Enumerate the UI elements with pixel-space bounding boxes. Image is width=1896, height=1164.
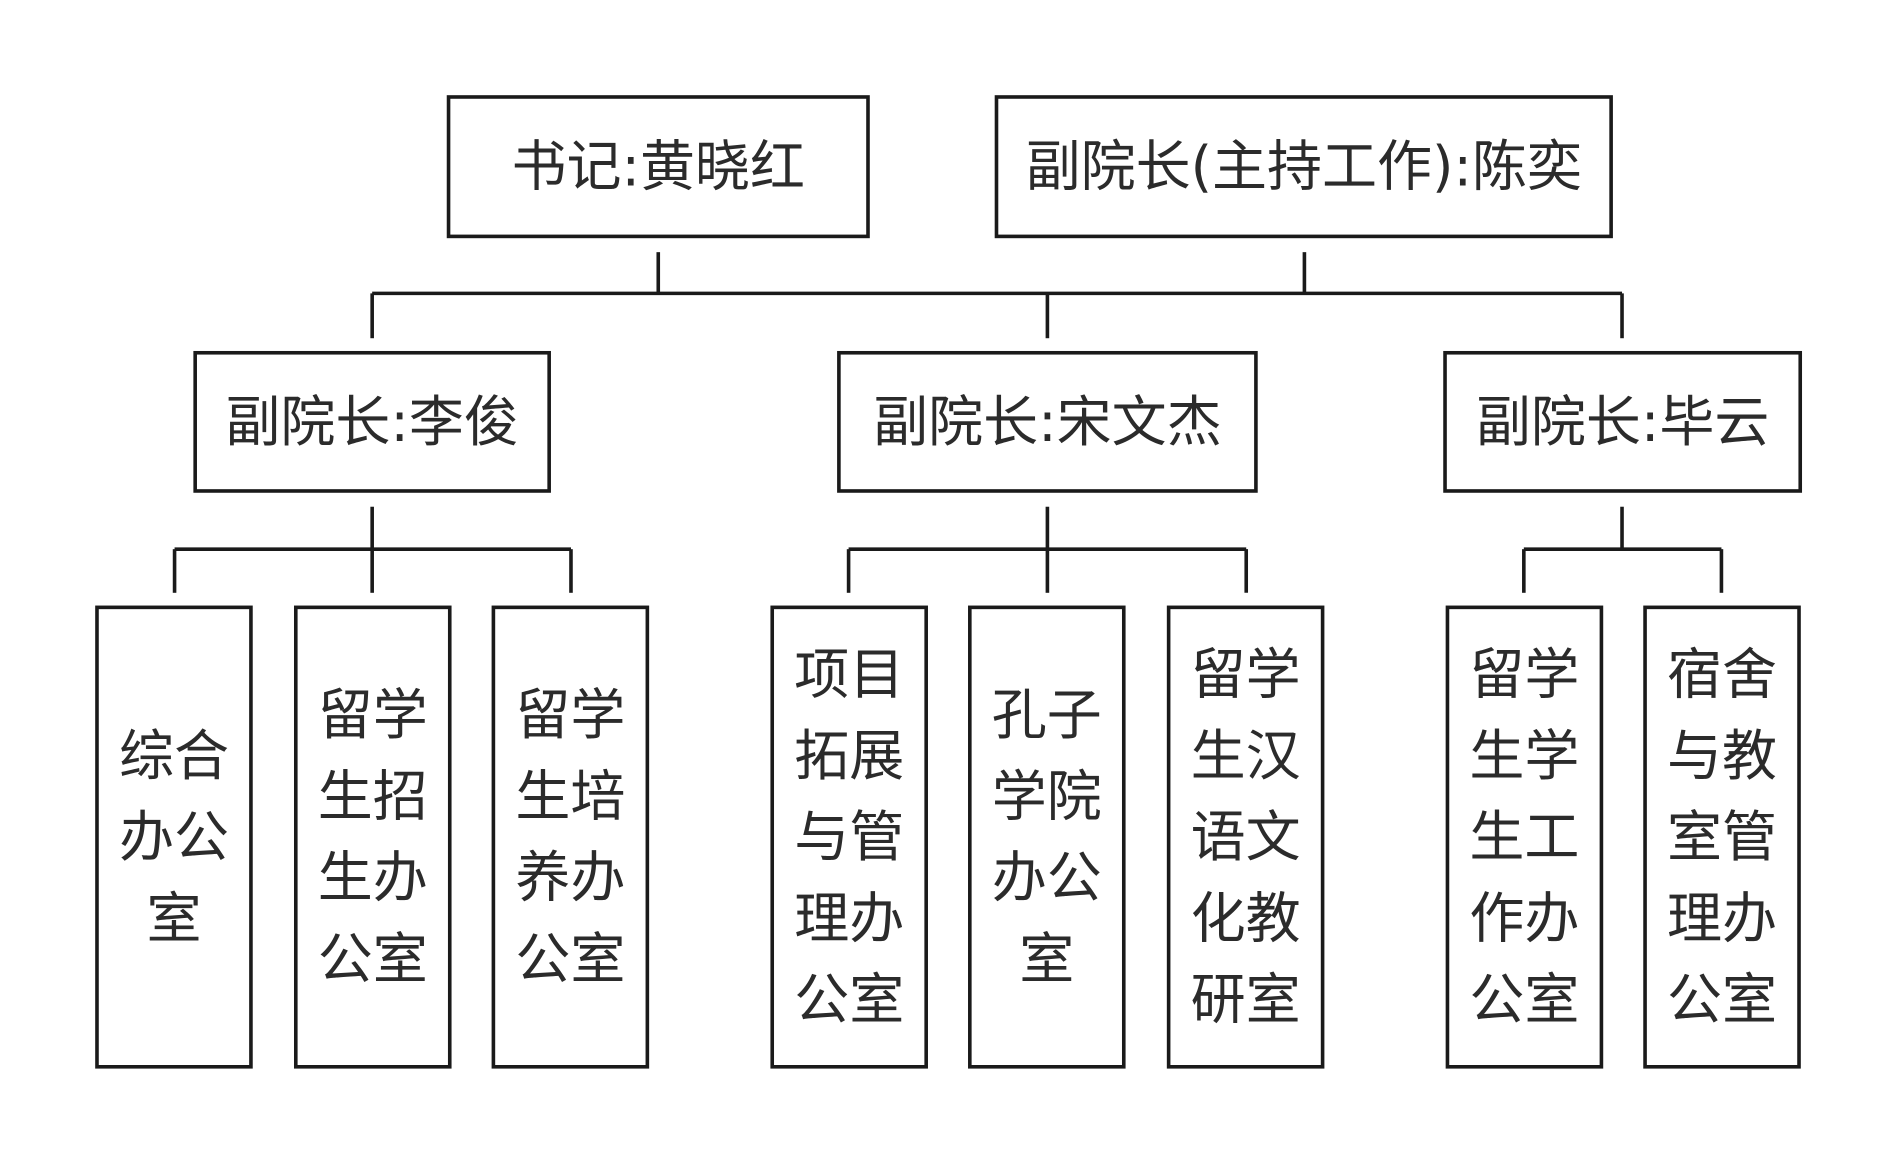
office-node-office-recruit-label-line: 生办	[318, 846, 428, 910]
office-node-office-confucius: 孔子学院办公室	[968, 605, 1126, 1069]
office-node-office-student-affairs-label-line: 留学	[1469, 643, 1579, 707]
office-node-office-recruit-label: 留学生招生办公室	[318, 683, 428, 991]
vp-node-vp-li: 副院长:李俊	[193, 350, 551, 493]
office-node-office-training-label-line: 留学	[515, 683, 625, 747]
office-node-office-projects-label-line: 公室	[794, 968, 904, 1032]
office-node-office-recruit-label-line: 留学	[318, 683, 428, 747]
office-node-office-recruit-box	[293, 605, 452, 1069]
leader-president: 副院长(主持工作):陈奕	[994, 95, 1613, 239]
vp-node-vp-bi-label: 副院长:毕云	[1476, 390, 1770, 454]
office-node-office-student-affairs-label-line: 作办	[1469, 886, 1579, 950]
office-node-office-student-affairs-label: 留学生学生工作办公室	[1469, 643, 1579, 1032]
office-node-office-general-label: 综合办公室	[119, 724, 229, 950]
office-node-office-training-label-line: 生培	[515, 764, 625, 828]
office-node-office-chinese-label-line: 研室	[1191, 968, 1301, 1032]
office-node-office-training-label: 留学生培养办公室	[515, 683, 625, 991]
office-node-office-training-label-line: 养办	[515, 846, 625, 910]
office-node-office-student-affairs: 留学生学生工作办公室	[1445, 605, 1604, 1069]
office-node-office-dorm: 宿舍与教室管理办公室	[1643, 605, 1801, 1069]
office-node-office-dorm-box	[1643, 605, 1801, 1069]
vp-node-vp-bi: 副院长:毕云	[1443, 350, 1803, 493]
vp-node-vp-song-box	[837, 350, 1258, 493]
office-node-office-recruit: 留学生招生办公室	[293, 605, 452, 1069]
office-node-office-dorm-label-line: 室管	[1667, 805, 1777, 869]
office-node-office-confucius-label: 孔子学院办公室	[992, 683, 1102, 991]
office-node-office-confucius-label-line: 学院	[992, 764, 1102, 828]
leader-secretary: 书记:黄晓红	[446, 95, 870, 239]
office-node-office-student-affairs-label-line: 生工	[1469, 805, 1579, 869]
vp-node-vp-song: 副院长:宋文杰	[837, 350, 1258, 493]
vp-node-vp-li-label: 副院长:李俊	[225, 390, 519, 454]
office-node-office-projects-label-line: 理办	[794, 886, 904, 950]
office-node-office-dorm-label-line: 与教	[1667, 724, 1777, 788]
office-node-office-dorm-label-line: 公室	[1667, 968, 1777, 1032]
vp-node-vp-bi-box	[1443, 350, 1803, 493]
office-node-office-projects-box	[770, 605, 928, 1069]
leader-president-label: 副院长(主持工作):陈奕	[1026, 135, 1582, 199]
office-node-office-projects-label-line: 项目	[794, 643, 904, 707]
office-node-office-student-affairs-label-line: 生学	[1469, 724, 1579, 788]
office-node-office-projects: 项目拓展与管理办公室	[770, 605, 928, 1069]
office-node-office-chinese: 留学生汉语文化教研室	[1166, 605, 1325, 1069]
office-node-office-student-affairs-label-line: 公室	[1469, 968, 1579, 1032]
office-node-office-chinese-label-line: 语文	[1191, 805, 1301, 869]
leader-president-box	[994, 95, 1613, 239]
office-node-office-general-label-line: 综合	[119, 724, 229, 788]
office-node-office-chinese-label: 留学生汉语文化教研室	[1191, 643, 1301, 1032]
vp-node-vp-li-box	[193, 350, 551, 493]
office-node-office-confucius-label-line: 办公	[992, 846, 1102, 910]
office-node-office-confucius-box	[968, 605, 1126, 1069]
office-node-office-projects-label: 项目拓展与管理办公室	[794, 643, 904, 1032]
connector-lines	[172, 252, 1724, 593]
office-node-office-general-label-line: 办公	[119, 805, 229, 869]
office-node-office-projects-label-line: 与管	[794, 805, 904, 869]
office-node-office-training: 留学生培养办公室	[491, 605, 650, 1069]
vp-node-vp-song-label: 副院长:宋文杰	[873, 390, 1222, 454]
office-node-office-training-box	[491, 605, 650, 1069]
office-node-office-chinese-label-line: 生汉	[1191, 724, 1301, 788]
office-node-office-projects-label-line: 拓展	[794, 724, 904, 788]
office-node-office-chinese-label-line: 留学	[1191, 643, 1301, 707]
office-node-office-general-label-line: 室	[146, 886, 201, 950]
office-node-office-student-affairs-box	[1445, 605, 1604, 1069]
office-node-office-training-label-line: 公室	[515, 927, 625, 991]
office-node-office-general-box	[95, 605, 253, 1069]
office-node-office-chinese-label-line: 化教	[1191, 886, 1301, 950]
office-node-office-dorm-label: 宿舍与教室管理办公室	[1667, 643, 1777, 1032]
office-node-office-general: 综合办公室	[95, 605, 253, 1069]
leader-secretary-label: 书记:黄晓红	[512, 135, 806, 199]
office-node-office-dorm-label-line: 宿舍	[1667, 643, 1777, 707]
office-node-office-dorm-label-line: 理办	[1667, 886, 1777, 950]
office-node-office-confucius-label-line: 孔子	[992, 683, 1102, 747]
office-node-office-chinese-box	[1166, 605, 1325, 1069]
office-node-office-confucius-label-line: 室	[1019, 927, 1074, 991]
office-node-office-recruit-label-line: 生招	[318, 764, 428, 828]
leader-secretary-box	[446, 95, 870, 239]
office-node-office-recruit-label-line: 公室	[318, 927, 428, 991]
